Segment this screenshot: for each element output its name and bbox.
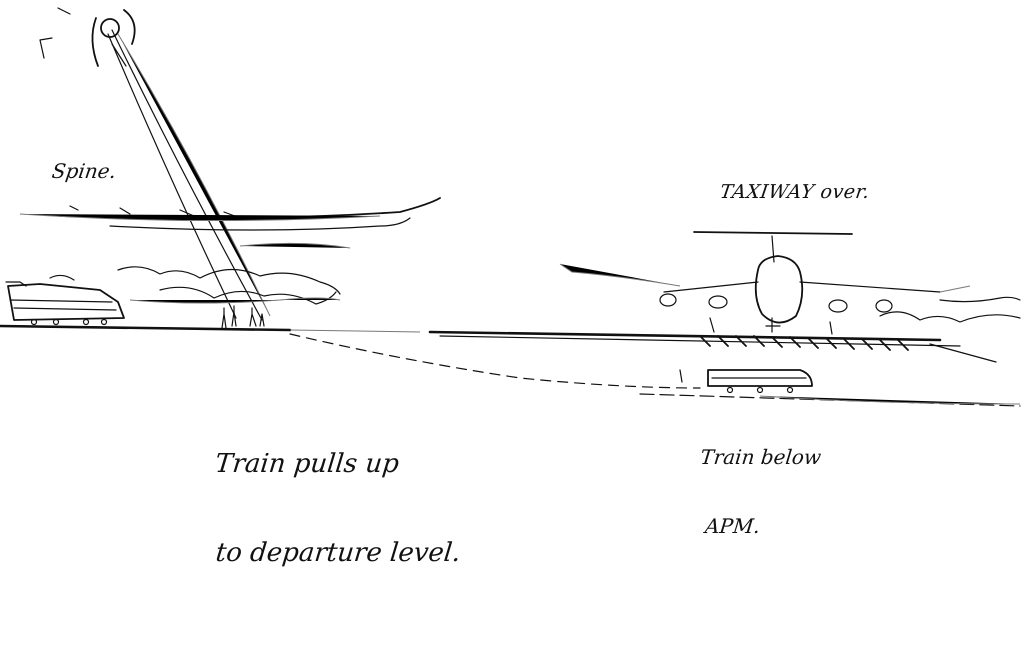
- train-departure-label-line2: to departure level.: [214, 538, 463, 569]
- train-apm-label-line1: Train below: [699, 445, 823, 469]
- taxiway-label: TAXIWAY over.: [718, 181, 872, 203]
- airplane: [659, 231, 941, 335]
- people-figures: [221, 305, 265, 329]
- train-ramp: [289, 333, 701, 389]
- right-hatching: [879, 296, 1021, 323]
- train-upper: [5, 274, 125, 326]
- train-departure-label-line1: Train pulls up: [213, 448, 401, 479]
- spine-label: Spine.: [50, 159, 118, 183]
- platform-upper: [0, 324, 421, 333]
- train-departure-label: Train pulls up to departure level.: [201, 390, 478, 599]
- sun-sketch: [39, 7, 136, 67]
- train-apm-label-line2: APM.: [703, 514, 762, 538]
- ground-lower: [639, 393, 1021, 407]
- train-lower-apm: [679, 369, 813, 394]
- spine-canopy: [19, 197, 441, 231]
- taxiway-deck: [428, 263, 997, 363]
- light-ray: [107, 29, 271, 321]
- spine-hatching: [117, 242, 351, 305]
- train-apm-label: Train below APM.: [690, 400, 828, 561]
